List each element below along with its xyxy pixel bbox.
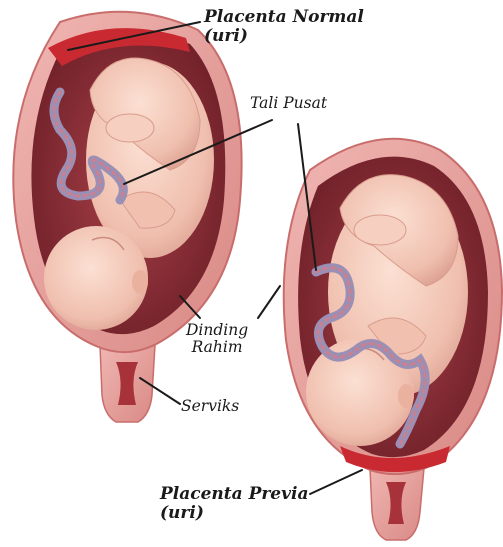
fetus-head-right [306,338,414,446]
label-serviks: Serviks [181,398,239,415]
fetus-foot-left [106,114,154,142]
label-dinding-rahim-line2: Rahim [186,339,248,356]
label-dinding-rahim: Dinding Rahim [186,322,248,357]
label-placenta-previa-line1: Placenta Previa [160,485,308,504]
leader-dinding-right [258,286,280,318]
fetus-ear-right [398,384,414,408]
fetus-ear-left [132,270,148,294]
uterus-normal [13,12,241,422]
fetus-head-left [44,226,148,330]
label-placenta-previa: Placenta Previa (uri) [160,485,308,523]
uterus-previa [284,139,502,540]
label-tali-pusat: Tali Pusat [250,95,327,112]
fetus-foot-right [354,215,406,245]
label-placenta-previa-line2: (uri) [160,504,308,523]
label-dinding-rahim-line1: Dinding [186,322,248,339]
leader-placenta-previa [310,470,362,494]
label-placenta-normal: Placenta Normal (uri) [204,8,364,46]
label-placenta-normal-line2: (uri) [204,27,364,46]
label-placenta-normal-line1: Placenta Normal [204,8,364,27]
